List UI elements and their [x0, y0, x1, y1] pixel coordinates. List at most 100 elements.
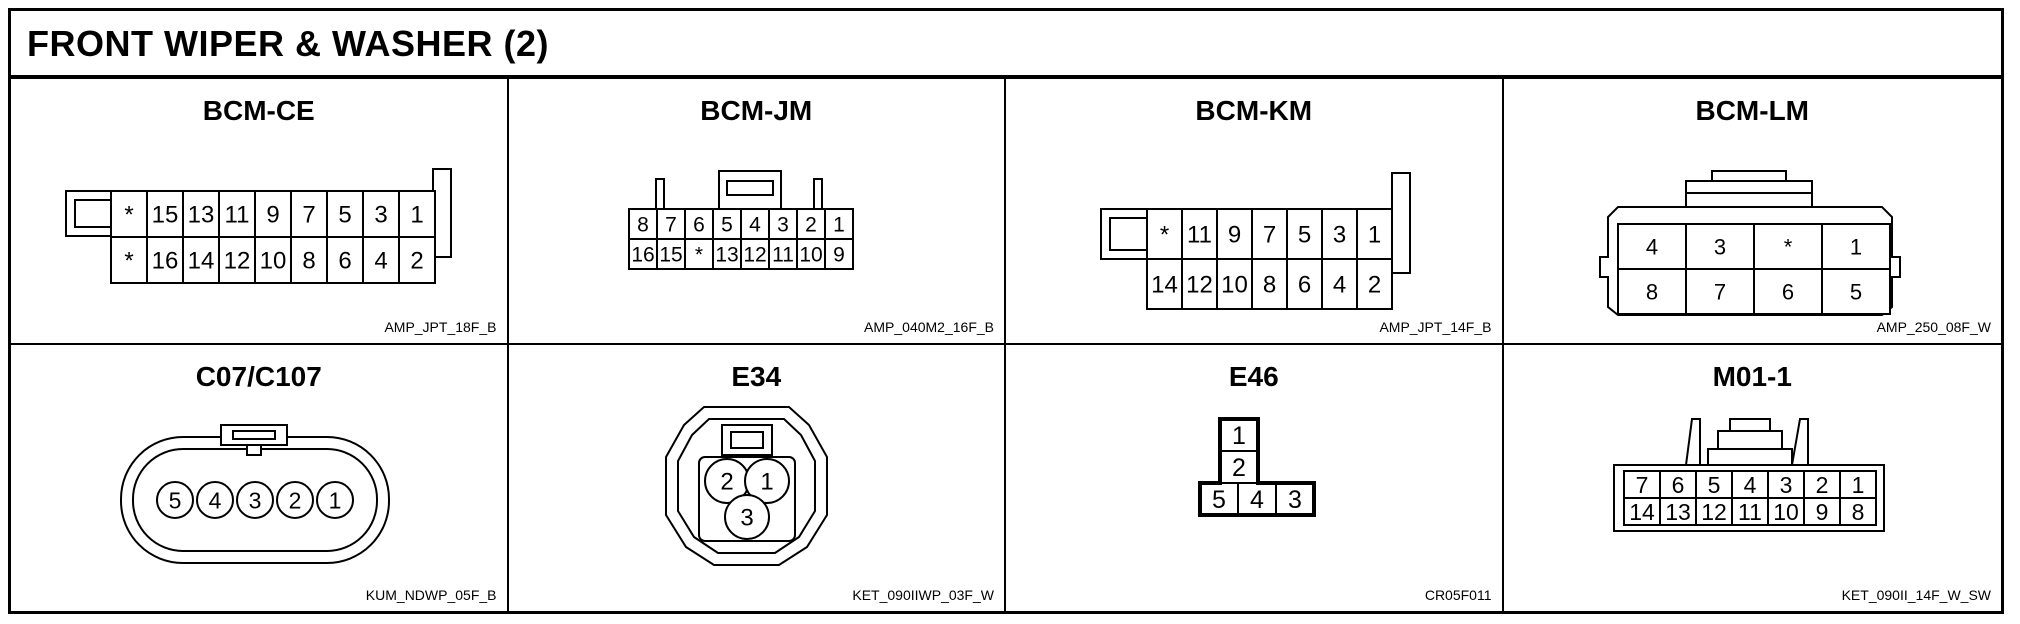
pin-label: 3 — [1333, 222, 1346, 249]
pin-label: 13 — [188, 202, 215, 229]
pin-label: 6 — [693, 214, 705, 237]
pin-label: 10 — [260, 248, 287, 275]
pin-label: * — [694, 244, 702, 267]
part-code: AMP_JPT_14F_B — [1379, 319, 1492, 335]
pin-cell — [326, 190, 364, 238]
pin-cell — [1616, 268, 1687, 315]
pin-cell — [1286, 208, 1323, 260]
pin-label: 1 — [1849, 234, 1861, 259]
pin-label: 4 — [374, 248, 387, 275]
pin-label: 1 — [833, 214, 845, 237]
pin-label: 2 — [1815, 472, 1828, 498]
connector-lock-base — [1684, 192, 1813, 208]
connector-name: BCM-KM — [1195, 95, 1313, 126]
pin-cell — [823, 208, 854, 240]
pin-label: 15 — [659, 244, 682, 267]
pin-label: 12 — [1701, 499, 1727, 525]
pin-cell — [1802, 497, 1841, 526]
pin-label: 7 — [1635, 472, 1648, 498]
pin-label: 14 — [1629, 499, 1655, 525]
pin-label: 4 — [1333, 272, 1346, 299]
pin-label: 1 — [1232, 422, 1246, 450]
connector-outline — [1198, 417, 1316, 517]
pin-label: 11 — [1187, 222, 1212, 249]
pin-cell — [156, 481, 194, 519]
pin-label: 12 — [224, 248, 251, 275]
pin-cell — [823, 238, 854, 270]
pin-label: * — [1783, 234, 1792, 259]
pin-label: 10 — [1773, 499, 1799, 525]
pin-cell — [1146, 208, 1183, 260]
connector-rail — [1391, 172, 1411, 274]
pin-label: 1 — [329, 487, 342, 513]
pin-label: 8 — [637, 214, 649, 237]
connector-post — [812, 178, 823, 210]
pin-label: 2 — [805, 214, 817, 237]
connector-lock-inner — [729, 431, 764, 449]
connector-name: E46 — [1228, 361, 1279, 392]
pin-cell — [182, 236, 220, 284]
connector-lock-inner — [232, 430, 276, 440]
pin-label: 7 — [665, 214, 677, 237]
pin-label: 5 — [169, 487, 182, 513]
pin-label: 11 — [772, 244, 794, 267]
pin-label: * — [124, 248, 133, 275]
pin-cell — [398, 190, 436, 238]
pin-label: 5 — [338, 202, 351, 229]
connector-lock-base — [1716, 430, 1783, 450]
part-code: KET_090IIWP_03F_W — [852, 587, 994, 603]
pin-label: 10 — [799, 244, 822, 267]
part-code: KET_090II_14F_W_SW — [1841, 587, 1991, 603]
pin-label: 16 — [152, 248, 179, 275]
pin-label: 7 — [302, 202, 315, 229]
pin-label: 3 — [1713, 234, 1725, 259]
connector-name: BCM-JM — [700, 95, 813, 126]
connector-name: M01-1 — [1712, 361, 1792, 392]
pin-cell — [1684, 268, 1755, 315]
pin-cell — [767, 208, 798, 240]
connector-lock-base — [1684, 180, 1813, 194]
part-code: AMP_JPT_18F_B — [384, 319, 497, 335]
connector-latch-inner — [1109, 217, 1148, 251]
pin-label: 8 — [1263, 272, 1276, 299]
pin-label: 15 — [152, 202, 179, 229]
connector-post — [654, 178, 665, 210]
pin-label: 11 — [225, 202, 250, 229]
pin-cell — [1694, 470, 1733, 499]
pin-label: 1 — [1368, 222, 1381, 249]
pin-label: 2 — [720, 469, 733, 496]
pin-cell — [1199, 482, 1239, 516]
pin-label: 12 — [743, 244, 766, 267]
pin-cell — [1684, 223, 1755, 270]
pin-label: * — [1160, 222, 1169, 249]
pin-cell — [1356, 258, 1393, 310]
pin-label: 3 — [249, 487, 262, 513]
pin-label: 9 — [833, 244, 845, 267]
connector-key — [246, 444, 262, 456]
pin-cell — [1838, 497, 1877, 526]
pin-cell — [218, 190, 256, 238]
pin-cell — [218, 236, 256, 284]
pin-label: 9 — [1815, 499, 1828, 525]
pin-label: 4 — [1743, 472, 1756, 498]
pin-label: 2 — [410, 248, 423, 275]
connector-name: BCM-CE — [202, 95, 315, 126]
pin-label: 5 — [1707, 472, 1720, 498]
pin-label: 3 — [1779, 472, 1792, 498]
